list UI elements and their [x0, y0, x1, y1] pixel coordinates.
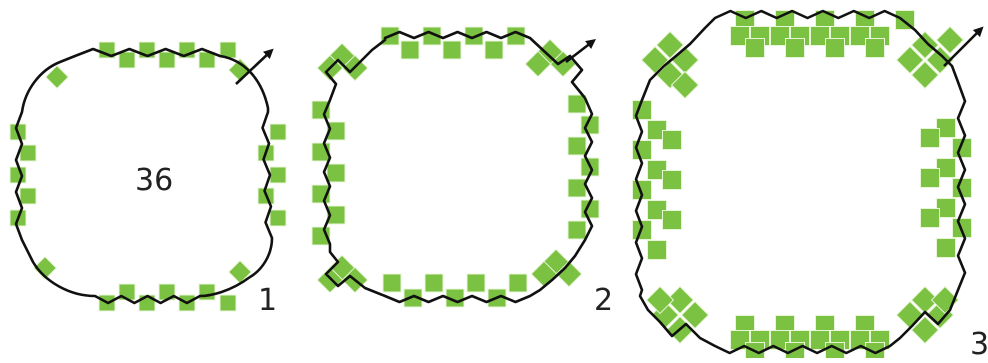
ring3-left-bead — [663, 171, 682, 190]
ring1-right-bead — [270, 210, 286, 226]
ring2-bottom-bead — [509, 274, 527, 292]
ring3-right-bead — [921, 169, 940, 188]
ring3-left-bead — [633, 141, 652, 160]
ring1-right-bead — [270, 124, 286, 140]
ring-1-label: 1 — [258, 286, 277, 316]
ring2-top-bead — [443, 41, 461, 59]
ring2-bottom-bead — [467, 274, 485, 292]
ring2-right-bead — [568, 137, 586, 155]
ring3-top-bead — [746, 39, 765, 58]
ring3-right-bead — [921, 209, 940, 228]
ring3-left-bead — [663, 211, 682, 230]
ring2-top-bead — [485, 41, 503, 59]
ring3-right-bead — [921, 129, 940, 148]
ring2-right-bead — [568, 221, 586, 239]
ring3-top-bead — [826, 39, 845, 58]
ring1-bottom-bead — [199, 284, 215, 300]
center-count-label: 36 — [135, 166, 173, 196]
ring-2-label: 2 — [594, 286, 613, 316]
ring1-top-bead — [119, 52, 135, 68]
ring-3-label: 3 — [970, 330, 988, 360]
ring2-bottom-bead — [383, 274, 401, 292]
ring1-right-bead — [270, 167, 286, 183]
ring1-left-bead — [20, 145, 36, 161]
ring2-left-bead — [327, 164, 345, 182]
ring3-top-bead — [786, 39, 805, 58]
ring1-left-bead — [20, 188, 36, 204]
ring1-left-bead — [10, 167, 26, 183]
ring3-right-bead — [937, 239, 956, 258]
ring3-left-bead — [648, 241, 667, 260]
ring1-top-bead — [159, 52, 175, 68]
ring2-bottom-bead — [425, 274, 443, 292]
ring2-right-bead — [568, 179, 586, 197]
ring2-arrow — [566, 42, 592, 62]
ring3-top-bead — [866, 39, 885, 58]
ring3-left-bead — [663, 131, 682, 150]
ring1-bottom-bead — [220, 295, 236, 311]
ring2-top-bead — [401, 41, 419, 59]
